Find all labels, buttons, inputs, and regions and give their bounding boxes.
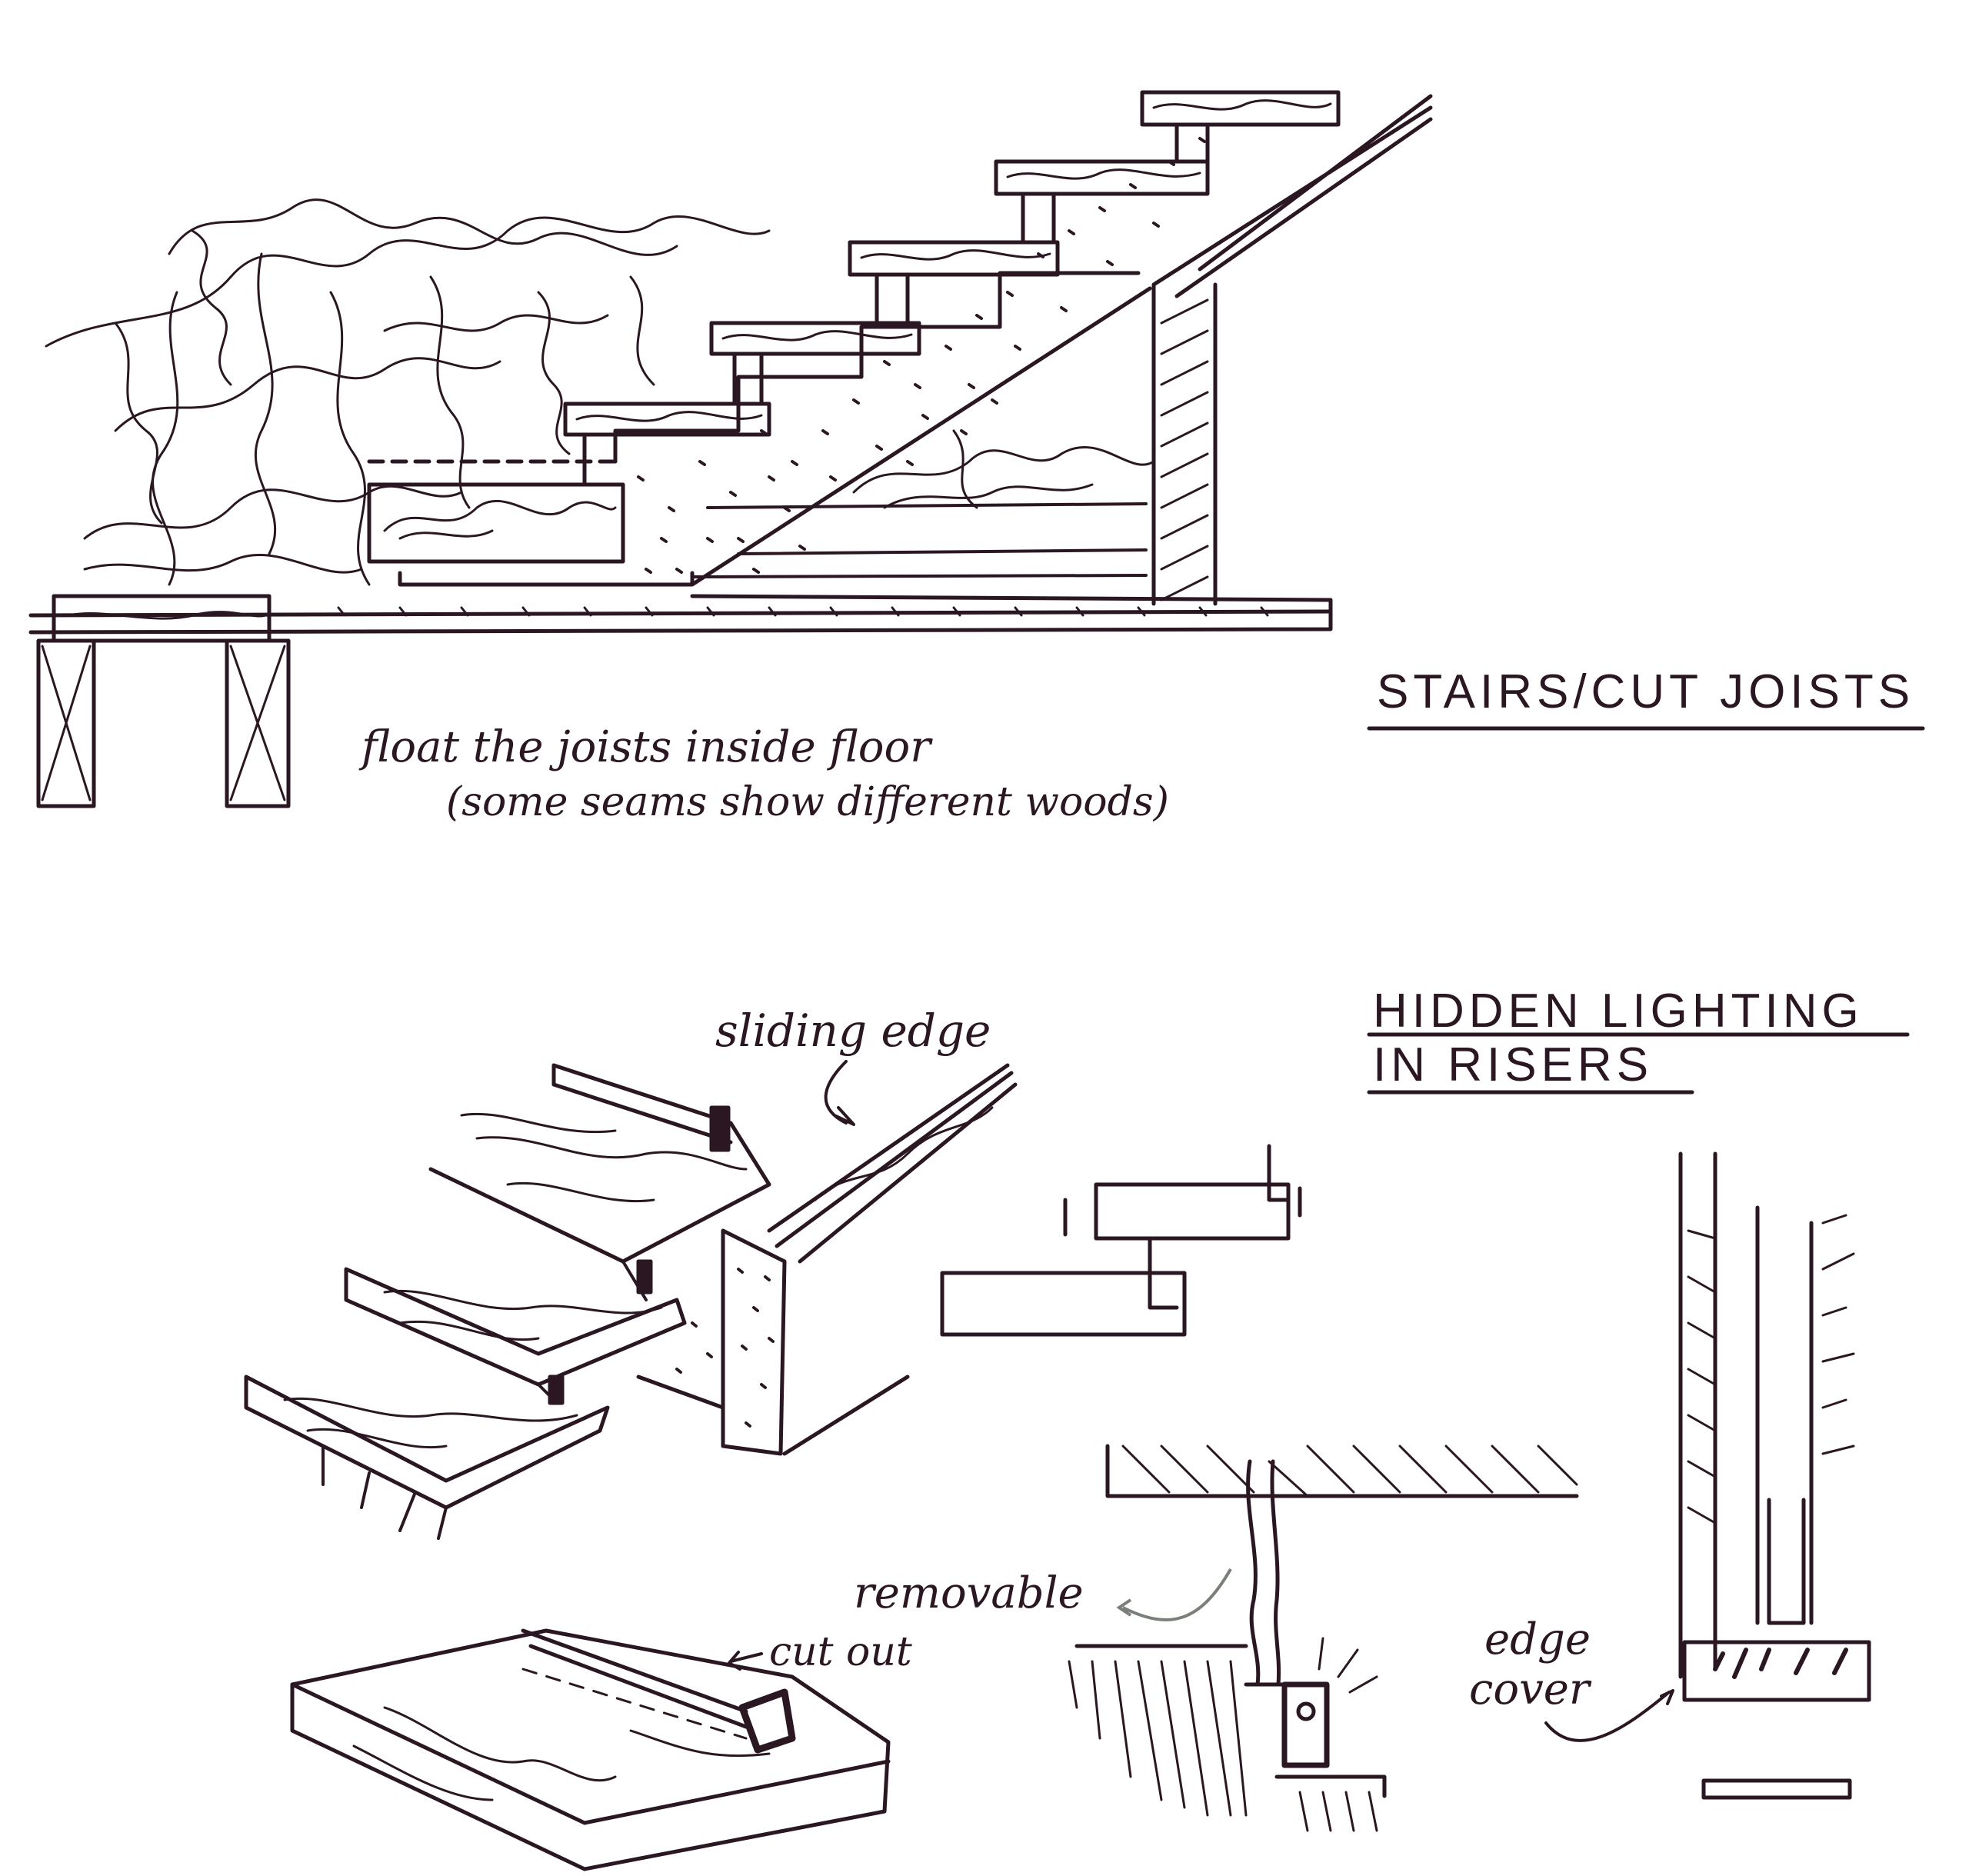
upper-tread-section bbox=[1105, 1444, 1579, 1498]
removable-arrow bbox=[1116, 1568, 1232, 1621]
hidden-lighting-annotation: HIDDEN LIGHTING IN RISERS bbox=[1367, 985, 1910, 1095]
edge-cover-label-1: edge bbox=[1484, 1614, 1591, 1664]
light-base bbox=[1274, 1774, 1387, 1798]
cutout-tread-sketch bbox=[290, 1628, 891, 1871]
tread-2 bbox=[709, 321, 921, 356]
floor-beam-grain bbox=[68, 611, 267, 620]
riser-lighting-section bbox=[1068, 1444, 1579, 1832]
iso-bracket-mid bbox=[636, 1259, 653, 1295]
iso-top-bracket bbox=[709, 1105, 731, 1152]
sliding-edge-label: sliding edge bbox=[715, 1005, 991, 1057]
cutout-tread-outline bbox=[290, 1628, 891, 1871]
stair-landing-block bbox=[367, 482, 625, 564]
step-detail-sketch bbox=[940, 1144, 1302, 1337]
wall-stud-left bbox=[1678, 1151, 1717, 1679]
wall-outline bbox=[1151, 94, 1433, 606]
cut-out-label: cut out bbox=[769, 1629, 912, 1675]
riser-panel bbox=[1755, 1205, 1814, 1625]
hidden-lighting-line-2: IN RISERS bbox=[1373, 1038, 1653, 1091]
joists-note-line-2: (some seams show different woods) bbox=[446, 779, 1169, 825]
cutout-groove bbox=[521, 1628, 748, 1729]
stringer-outline bbox=[398, 271, 1152, 587]
foliage-scribble bbox=[45, 198, 771, 586]
edge-bottom-strip bbox=[1701, 1778, 1852, 1800]
iso-tread-edges bbox=[322, 1260, 648, 1540]
floor-beam bbox=[52, 594, 272, 643]
tread-risers bbox=[582, 122, 1210, 487]
joists-note-line-1: float the joists inside floor bbox=[358, 722, 933, 772]
removable-label: removable bbox=[854, 1568, 1084, 1618]
light-fixture bbox=[1281, 1681, 1330, 1768]
lower-step-lines bbox=[691, 502, 1148, 578]
iso-tread-middle bbox=[344, 1267, 687, 1387]
iso-bracket-low bbox=[548, 1375, 565, 1405]
edge-cover-section bbox=[1678, 1151, 1871, 1800]
sliding-edge-arrow bbox=[824, 1060, 855, 1126]
edge-cover-block bbox=[1682, 1640, 1871, 1702]
rail-grain bbox=[814, 1106, 994, 1201]
edge-cover-arrow bbox=[1544, 1689, 1674, 1742]
tread-5 bbox=[1140, 90, 1341, 127]
tread-1 bbox=[563, 402, 771, 437]
iso-stringer-plate bbox=[636, 1228, 910, 1456]
cutout-notch bbox=[738, 1688, 796, 1754]
tread-4 bbox=[994, 159, 1210, 196]
iso-tread-bottom bbox=[244, 1375, 610, 1510]
floor-slab-bottom bbox=[28, 594, 1333, 635]
support-post-right bbox=[225, 638, 291, 808]
riser-board bbox=[1246, 1459, 1281, 1687]
iso-tread-top bbox=[428, 1063, 771, 1264]
light-rays bbox=[1318, 1637, 1378, 1694]
floor-ticks bbox=[337, 606, 1269, 617]
sliding-edge-rail bbox=[767, 1063, 1018, 1264]
wall-hatch bbox=[1160, 298, 1209, 601]
stairs-cut-joists-title: STAIRS/CUT JOISTS bbox=[1377, 665, 1914, 718]
foliage-scribble-lower bbox=[852, 429, 1155, 509]
edge-cover-label-2: cover bbox=[1469, 1664, 1592, 1714]
stair-elevation-sketch bbox=[28, 90, 1433, 808]
tread-3 bbox=[848, 240, 1060, 277]
support-post-left bbox=[36, 638, 96, 808]
landing-grain bbox=[383, 499, 617, 540]
isometric-stair-sketch bbox=[244, 1063, 1018, 1540]
top-annotations: float the joists inside floor (some seam… bbox=[358, 665, 1925, 825]
cutout-dashed bbox=[521, 1668, 748, 1740]
hidden-lighting-line-1: HIDDEN LIGHTING bbox=[1373, 985, 1864, 1038]
lower-tread-section bbox=[1074, 1644, 1310, 1687]
stringer-speckle bbox=[637, 137, 1206, 574]
cut-out-arrow bbox=[728, 1651, 763, 1671]
